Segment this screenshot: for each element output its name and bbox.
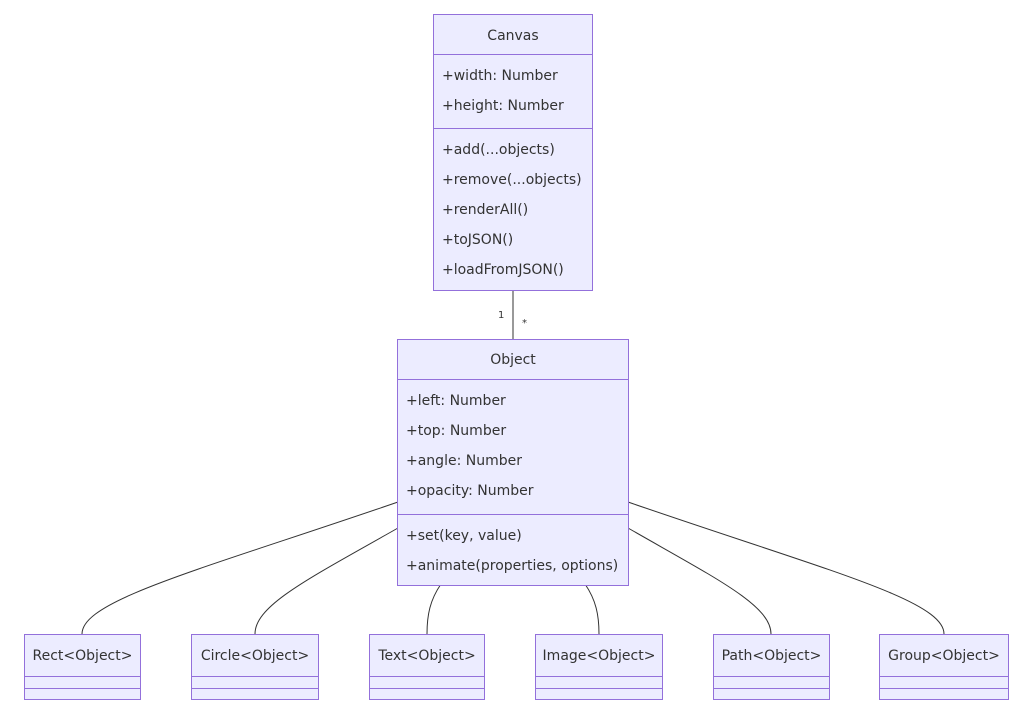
class-method: +renderAll(): [442, 202, 529, 218]
edge-circle: [254, 527, 399, 635]
edge-path: [627, 527, 772, 635]
class-circle-attributes: [192, 677, 318, 689]
class-attribute: +opacity: Number: [406, 483, 534, 499]
class-circle-methods: [192, 689, 318, 699]
class-method: +toJSON(): [442, 232, 514, 248]
class-canvas-methods: +add(...objects) +remove(...objects) +re…: [434, 129, 592, 290]
class-attribute: +height: Number: [442, 98, 564, 114]
class-path[interactable]: Path<Object>: [713, 634, 830, 700]
class-text-methods: [370, 689, 484, 699]
class-group-methods: [880, 689, 1008, 699]
class-object-methods: +set(key, value) +animate(properties, op…: [398, 515, 628, 585]
class-group-attributes: [880, 677, 1008, 689]
class-method: +loadFromJSON(): [442, 262, 564, 278]
class-canvas[interactable]: Canvas +width: Number +height: Number +a…: [433, 14, 593, 291]
class-image[interactable]: Image<Object>: [535, 634, 663, 700]
class-attribute: +left: Number: [406, 393, 506, 409]
class-image-title: Image<Object>: [536, 635, 662, 677]
class-rect-methods: [25, 689, 140, 699]
class-attribute: +width: Number: [442, 68, 558, 84]
class-canvas-attributes: +width: Number +height: Number: [434, 55, 592, 129]
class-object-title: Object: [398, 340, 628, 380]
class-group-title: Group<Object>: [880, 635, 1008, 677]
edge-rect: [81, 501, 399, 635]
class-image-methods: [536, 689, 662, 699]
class-text[interactable]: Text<Object>: [369, 634, 485, 700]
target-multiplicity: *: [522, 318, 527, 329]
class-method: +remove(...objects): [442, 172, 582, 188]
class-circle[interactable]: Circle<Object>: [191, 634, 319, 700]
class-canvas-title: Canvas: [434, 15, 592, 55]
class-path-attributes: [714, 677, 829, 689]
class-group[interactable]: Group<Object>: [879, 634, 1009, 700]
edge-image: [584, 583, 600, 635]
class-path-title: Path<Object>: [714, 635, 829, 677]
class-path-methods: [714, 689, 829, 699]
class-attribute: +top: Number: [406, 423, 507, 439]
class-method: +set(key, value): [406, 528, 522, 544]
edge-group: [627, 501, 945, 635]
class-rect-attributes: [25, 677, 140, 689]
class-image-attributes: [536, 677, 662, 689]
class-circle-title: Circle<Object>: [192, 635, 318, 677]
class-rect[interactable]: Rect<Object>: [24, 634, 141, 700]
class-text-title: Text<Object>: [370, 635, 484, 677]
class-object[interactable]: Object +left: Number +top: Number +angle…: [397, 339, 629, 586]
edge-text: [426, 583, 442, 635]
class-text-attributes: [370, 677, 484, 689]
source-multiplicity: 1: [498, 310, 505, 321]
class-object-attributes: +left: Number +top: Number +angle: Numbe…: [398, 380, 628, 515]
class-method: +add(...objects): [442, 142, 555, 158]
class-method: +animate(properties, options): [406, 558, 619, 574]
class-rect-title: Rect<Object>: [25, 635, 140, 677]
class-attribute: +angle: Number: [406, 453, 522, 469]
